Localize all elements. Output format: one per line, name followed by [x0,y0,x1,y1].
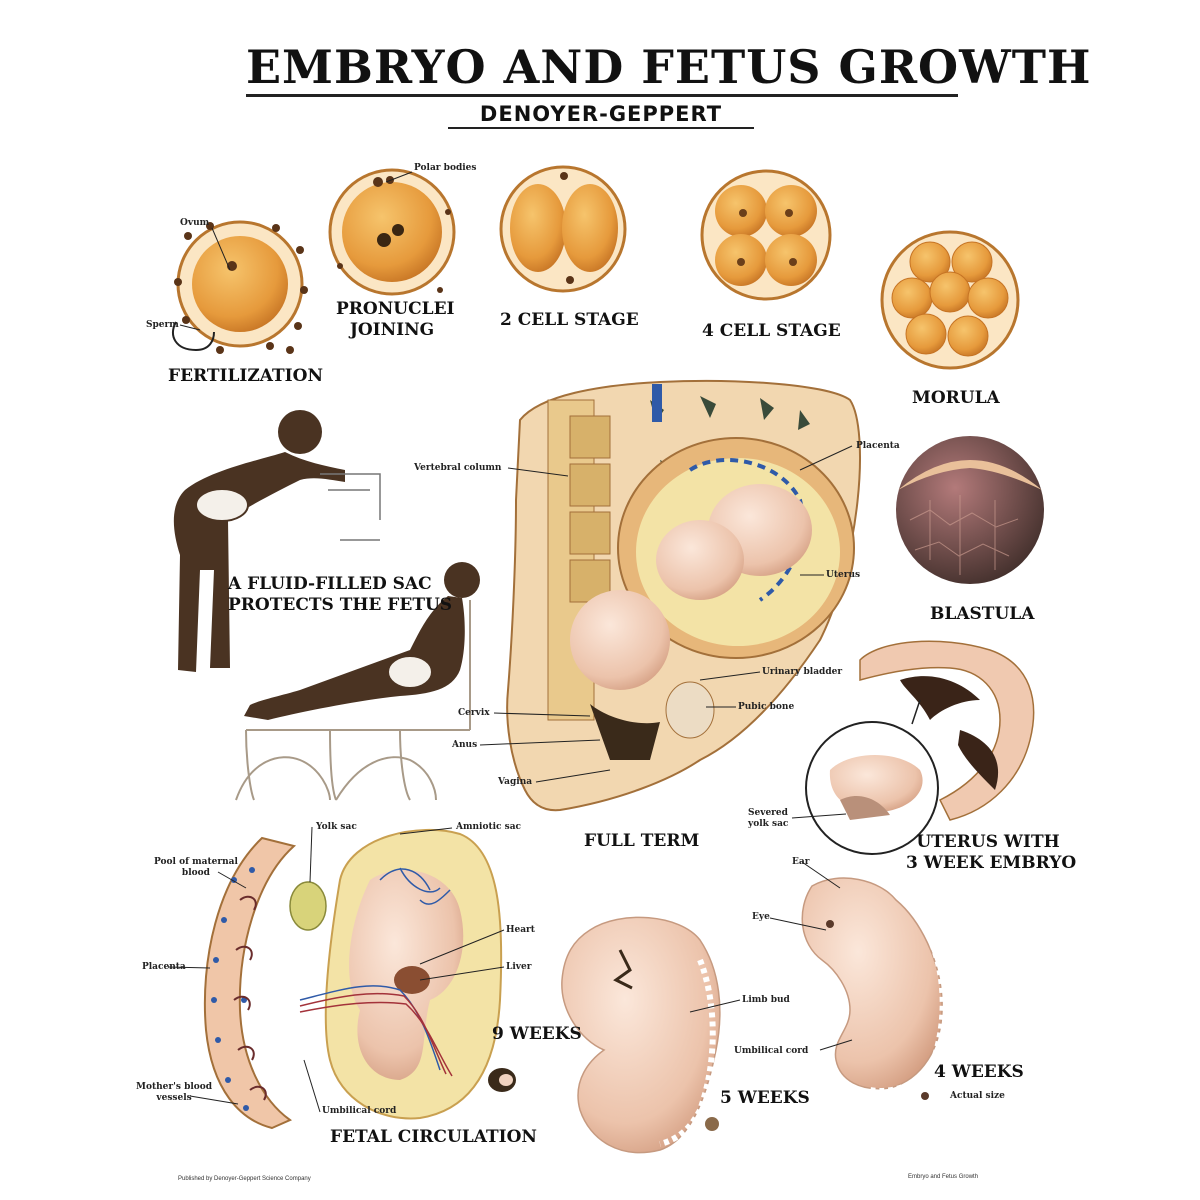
label-actual-size: Actual size [950,1091,1005,1101]
caption-fluid-sac-line1: A FLUID-FILLED SAC [228,574,432,594]
caption-five-weeks: 5 WEEKS [720,1088,810,1108]
label-placenta-left: Placenta [142,962,186,972]
label-mothers-blood-vessels-line2: vessels [156,1093,192,1103]
sperm-tail [171,321,215,352]
four-weeks-illustration [801,877,946,1100]
label-anus: Anus [452,740,478,750]
footer-publisher-line: Published by Denoyer-Geppert Science Com… [178,1176,311,1182]
label-mothers-blood-vessels: Mother's blood vessels [136,1082,212,1104]
caption-fertilization: FERTILIZATION [168,366,323,386]
label-uterus: Uterus [826,570,861,580]
label-sperm: Sperm [146,320,179,330]
caption-four-cell: 4 CELL STAGE [702,321,841,341]
label-ear: Ear [792,857,810,867]
fetal-circulation-illustration [203,828,516,1130]
label-pubic-bone: Pubic bone [738,702,795,712]
caption-uterus-embryo-line2: 3 WEEK EMBRYO [906,853,1077,873]
label-mothers-blood-vessels-line1: Mother's blood [136,1082,213,1092]
silhouette-illustration [173,410,480,801]
label-eye: Eye [752,912,770,922]
label-pool-maternal-blood-line1: Pool of maternal [154,857,238,867]
two-cell-illustration [499,165,627,293]
page-title: EMBRYO AND FETUS GROWTH [246,40,1092,94]
label-severed-yolk-sac: Severed yolk sac [748,808,788,830]
four-cell-illustration [700,169,832,301]
blastula-illustration [896,436,1044,584]
leader-lines [167,171,853,1113]
caption-fluid-sac: A FLUID-FILLED SAC PROTECTS THE FETUS [228,574,453,616]
footer-chart-name: Embryo and Fetus Growth [908,1174,979,1180]
caption-two-cell: 2 CELL STAGE [500,310,639,330]
full-term-illustration [506,379,861,812]
caption-pronuclei-line2: JOINING [349,320,435,340]
label-yolk-sac: Yolk sac [316,822,357,832]
label-limb-bud: Limb bud [742,995,790,1005]
subtitle-underline [448,127,754,129]
title-underline [246,94,958,97]
caption-fetal-circulation: FETAL CIRCULATION [330,1127,537,1147]
caption-fluid-sac-line2: PROTECTS THE FETUS [228,595,453,615]
caption-four-weeks: 4 WEEKS [934,1062,1024,1082]
label-placenta: Placenta [856,441,900,451]
label-vertebral-column: Vertebral column [414,463,502,473]
label-polar-bodies: Polar bodies [414,163,477,173]
sperm-heads [174,222,308,354]
ovum-cell [192,236,288,332]
morula-illustration [880,230,1020,370]
caption-nine-weeks: 9 WEEKS [492,1024,582,1044]
label-umbilical-cord-left: Umbilical cord [322,1106,397,1116]
label-heart: Heart [506,925,535,935]
uterus-embryo-illustration [805,640,1035,855]
publisher-subtitle: DENOYER-GEPPERT [479,102,723,126]
label-cervix: Cervix [458,708,490,718]
label-liver: Liver [506,962,532,972]
fertilization-illustration [171,220,308,354]
caption-pronuclei: PRONUCLEI JOINING [336,299,455,341]
pronuclei-illustration [328,168,456,296]
label-amniotic-sac: Amniotic sac [456,822,522,832]
label-urinary-bladder: Urinary bladder [762,667,843,677]
caption-pronuclei-line1: PRONUCLEI [336,299,455,319]
caption-uterus-embryo: UTERUS WITH 3 WEEK EMBRYO [906,832,1077,874]
label-ovum: Ovum [180,218,210,228]
five-weeks-illustration [561,916,721,1154]
label-vagina: Vagina [498,777,533,787]
caption-full-term: FULL TERM [584,831,700,851]
label-severed-yolk-sac-line1: Severed [748,808,788,818]
label-pool-maternal-blood: Pool of maternal blood [154,857,238,879]
caption-uterus-embryo-line1: UTERUS WITH [916,832,1060,852]
caption-morula: MORULA [912,388,1000,408]
label-umbilical-cord-right: Umbilical cord [734,1046,809,1056]
caption-blastula: BLASTULA [930,604,1035,624]
label-pool-maternal-blood-line2: blood [181,868,210,878]
label-severed-yolk-sac-line2: yolk sac [748,819,789,829]
